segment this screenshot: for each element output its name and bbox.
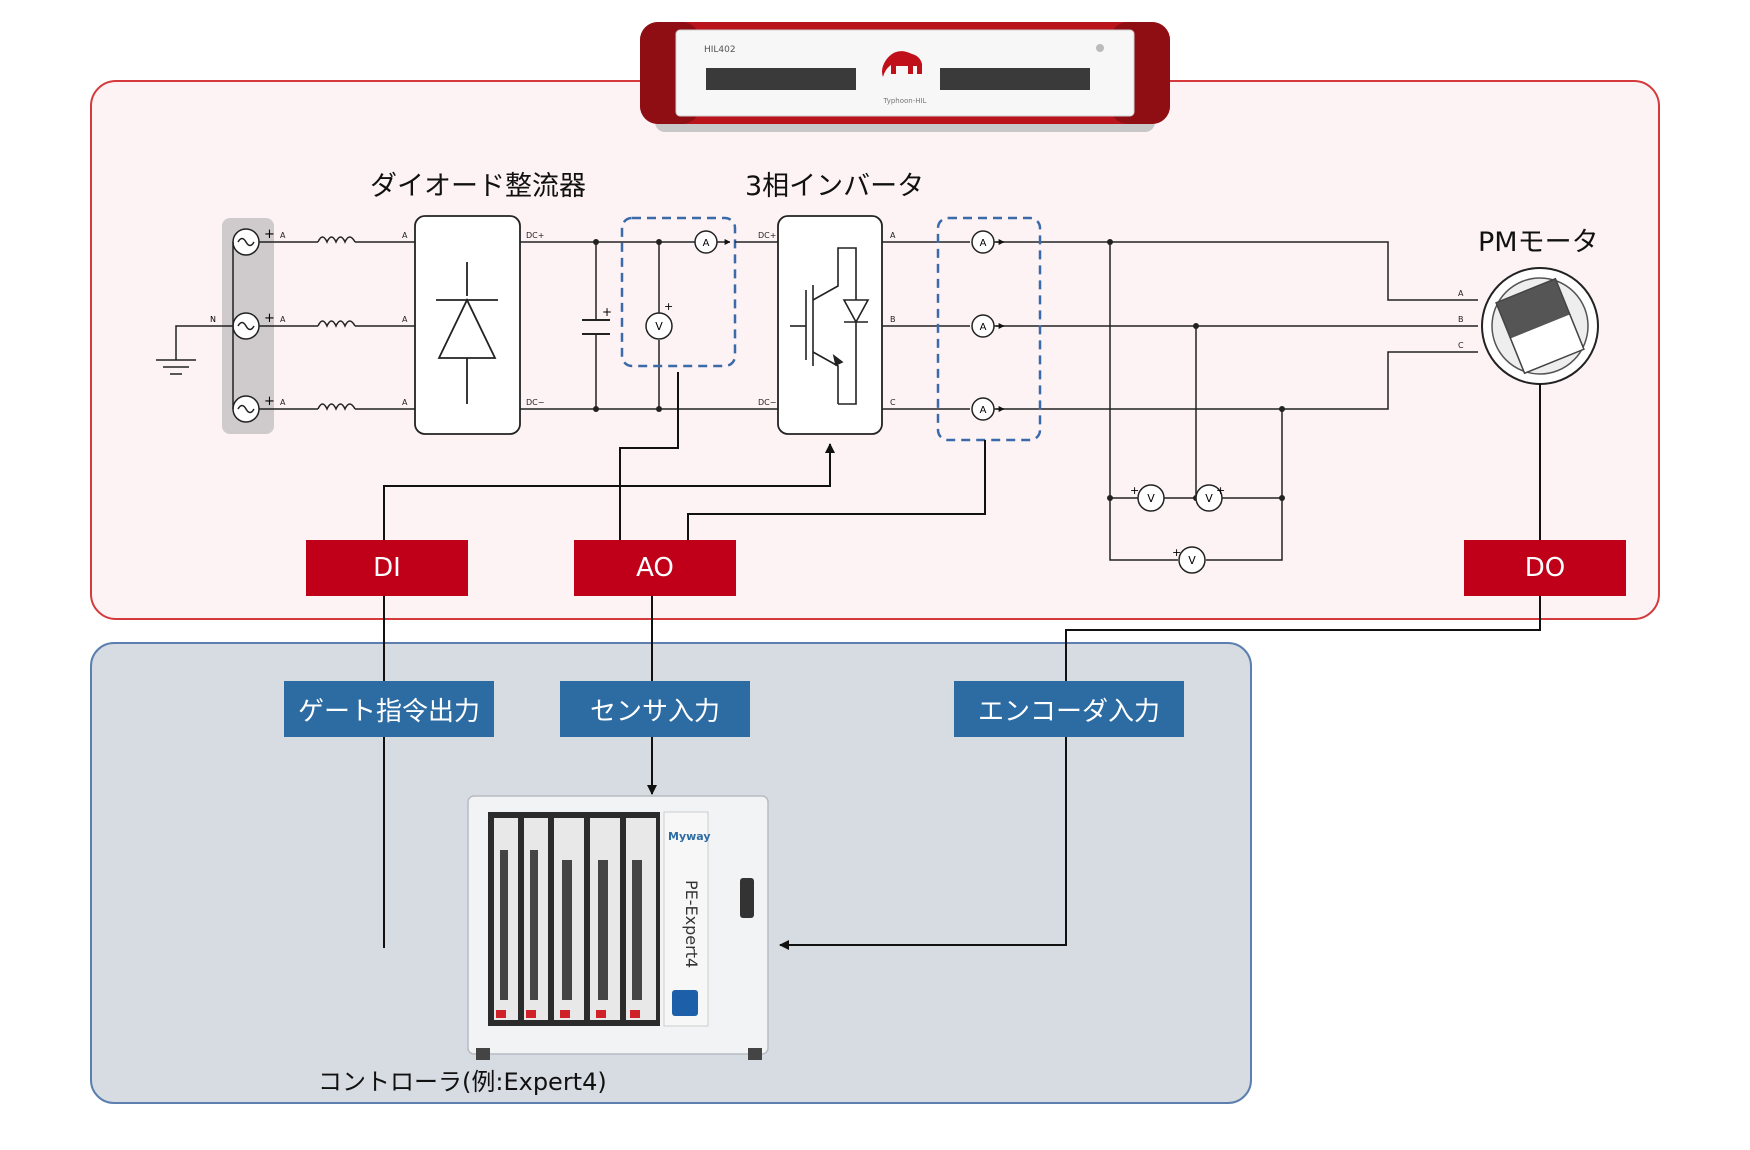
svg-text:+: +	[664, 300, 673, 313]
svg-text:A: A	[980, 238, 987, 249]
di-label: DI	[306, 540, 468, 596]
terminal-label: A	[402, 315, 408, 324]
controller-brand-text: Myway	[668, 830, 711, 843]
ao-label: AO	[574, 540, 736, 596]
motor-b-label: B	[1458, 315, 1464, 324]
terminal-label: A	[402, 231, 408, 240]
svg-text:V: V	[1205, 492, 1213, 505]
neutral-label: N	[210, 315, 216, 324]
svg-text:V: V	[655, 320, 663, 333]
input-wiring	[259, 241, 415, 410]
terminal-label: A	[402, 398, 408, 407]
inductor-icon	[317, 236, 356, 411]
elephant-logo-icon	[882, 51, 922, 77]
inverter-b-label: B	[890, 315, 896, 324]
dc-plus-label: DC+	[526, 231, 544, 240]
igbt-icon	[790, 247, 870, 405]
line-voltage-sensor: V + V + V +	[1130, 484, 1225, 574]
device-model-text: HIL402	[704, 45, 736, 55]
hil402-device: HIL402 Typhoon-HIL	[640, 22, 1170, 132]
ac-sensor-box	[936, 216, 1042, 442]
svg-text:V: V	[1147, 492, 1155, 505]
motor-c-label: C	[1458, 341, 1464, 350]
terminal-label: A	[280, 315, 286, 324]
device-brand-text: Typhoon-HIL	[883, 97, 927, 105]
svg-text:+: +	[1130, 484, 1139, 497]
inverter-dc-plus-label: DC+	[758, 231, 776, 240]
svg-text:+: +	[1216, 484, 1225, 497]
dc-sensor-box	[620, 216, 737, 368]
diode-icon	[436, 262, 498, 404]
dc-bus-wiring	[520, 241, 778, 410]
controller-caption: コントローラ(例:Expert4)	[318, 1068, 607, 1096]
motor-title: PMモータ	[1478, 227, 1599, 258]
ground-icon	[156, 325, 233, 375]
dc-current-sensor: A	[694, 230, 731, 254]
source-plus-label: +	[264, 311, 275, 326]
encoder-input-label: エンコーダ入力	[954, 681, 1184, 737]
diode-rectifier-block	[414, 215, 521, 435]
gate-command-label: ゲート指令出力	[284, 681, 494, 737]
sensor-input-label: センサ入力	[560, 681, 750, 737]
terminal-label: A	[280, 231, 286, 240]
controller-chassis: Myway PE-Expert4	[467, 795, 769, 1060]
dc-voltage-sensor: V +	[645, 300, 673, 340]
svg-text:A: A	[703, 238, 710, 249]
output-wiring	[882, 241, 1478, 561]
inverter-block	[777, 215, 883, 435]
pm-motor-icon	[1481, 267, 1599, 385]
motor-a-label: A	[1458, 289, 1464, 298]
phase-current-sensor: A A A	[971, 230, 1005, 421]
controller-product-text: PE-Expert4	[682, 880, 701, 968]
inverter-dc-minus-label: DC−	[758, 398, 776, 407]
terminal-label: A	[280, 398, 286, 407]
source-plus-label: +	[264, 394, 275, 409]
dc-minus-label: DC−	[526, 398, 544, 407]
svg-text:A: A	[980, 322, 987, 333]
svg-text:V: V	[1188, 554, 1196, 567]
inverter-c-label: C	[890, 398, 896, 407]
inverter-title: 3相インバータ	[745, 171, 925, 202]
do-label: DO	[1464, 540, 1626, 596]
svg-text:A: A	[980, 405, 987, 416]
capacitor-plus-label: +	[602, 305, 612, 319]
rectifier-title: ダイオード整流器	[370, 171, 586, 202]
svg-text:+: +	[1172, 546, 1181, 559]
source-plus-label: +	[264, 227, 275, 242]
inverter-a-label: A	[890, 231, 896, 240]
